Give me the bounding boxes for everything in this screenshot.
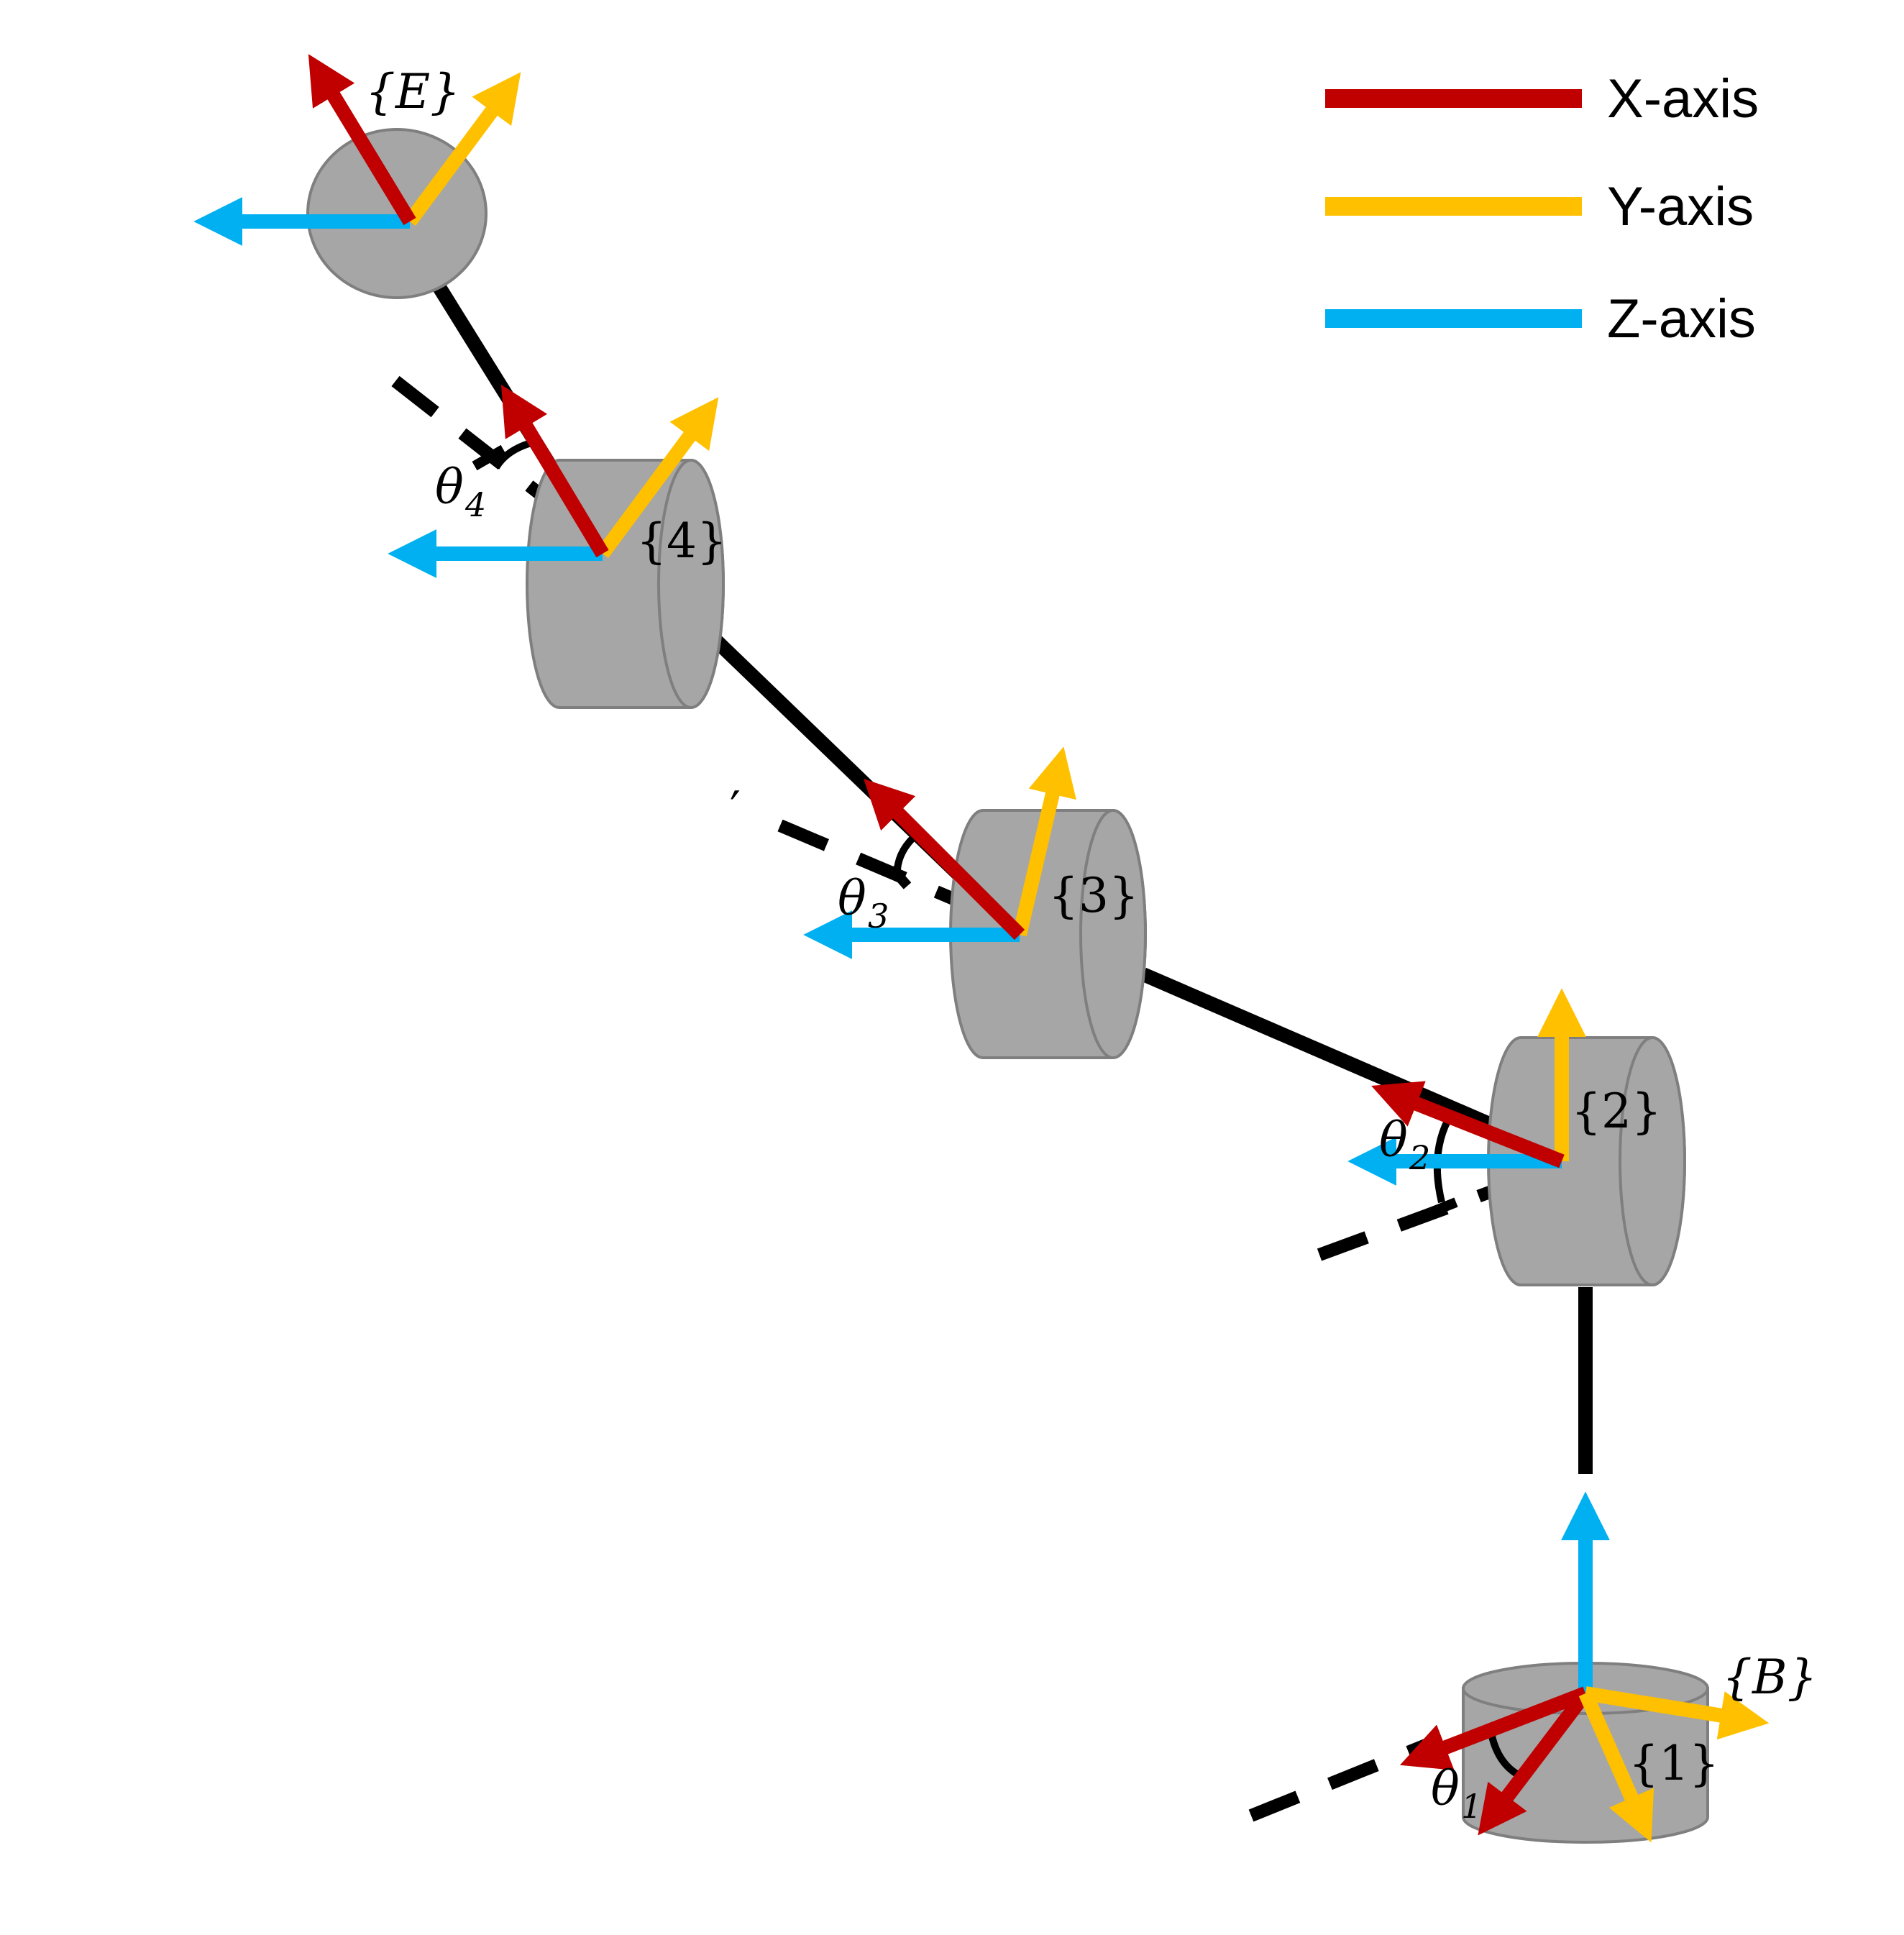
legend-label-y: Y-axis [1607,176,1754,237]
base-x-axis [1399,1686,1588,1770]
base-y-axis [1584,1686,1770,1740]
angle-tick-4 [472,444,506,471]
joint-2-cylinder [1487,1036,1686,1286]
angle-label-4: θ 4 [435,459,486,524]
angle-label-2: θ 2 [1379,1112,1430,1177]
frame3-y-axis [1012,746,1076,937]
frame-3-axes [803,746,1076,960]
svg-text:3: 3 [868,897,889,936]
frame-end-axes [193,54,521,247]
svg-text:1: 1 [1461,1787,1482,1826]
svg-text:θ: θ [838,871,866,926]
frame4-x-axis [501,385,609,558]
reference-line-1 [1248,1734,1441,1822]
svg-text:4: 4 [464,485,486,524]
frame-label-end: {E} [365,64,460,119]
end-y-axis [403,72,521,226]
frame-label-base: {B} [1722,1650,1817,1705]
svg-text:θ: θ [1379,1112,1408,1168]
angle-tick-2 [1418,1197,1458,1222]
joint-3-cylinder [949,809,1147,1059]
frame-4-axes [388,385,719,579]
frame-label-2: {2} [1571,1084,1662,1139]
svg-text:θ: θ [435,459,464,515]
stray-mark: ′ [730,782,741,837]
joint-4-cylinder [526,459,725,709]
angle-label-3: θ 3 [838,871,889,936]
svg-text:θ: θ [1431,1761,1460,1816]
frame1-y-axis [1578,1690,1654,1843]
frame2-x-axis [1371,1081,1565,1168]
legend-label-x: X-axis [1607,68,1759,129]
angle-label-1: θ 1 [1431,1761,1482,1826]
end-x-axis [308,54,416,226]
frame4-y-axis [596,397,719,558]
frame-label-4: {4} [636,513,727,569]
legend-label-z: Z-axis [1607,288,1756,349]
frame3-x-axis [864,779,1025,941]
angle-tick-3 [887,864,912,889]
frame-2-axes [1347,988,1587,1186]
frame-label-1: {1} [1629,1736,1719,1791]
legend: X-axis Y-axis Z-axis [1325,68,1759,349]
frame-base-axes [1399,1491,1770,1843]
frame1-x-axis [1478,1688,1591,1836]
svg-text:2: 2 [1409,1138,1430,1177]
frame-label-3: {3} [1048,868,1139,923]
